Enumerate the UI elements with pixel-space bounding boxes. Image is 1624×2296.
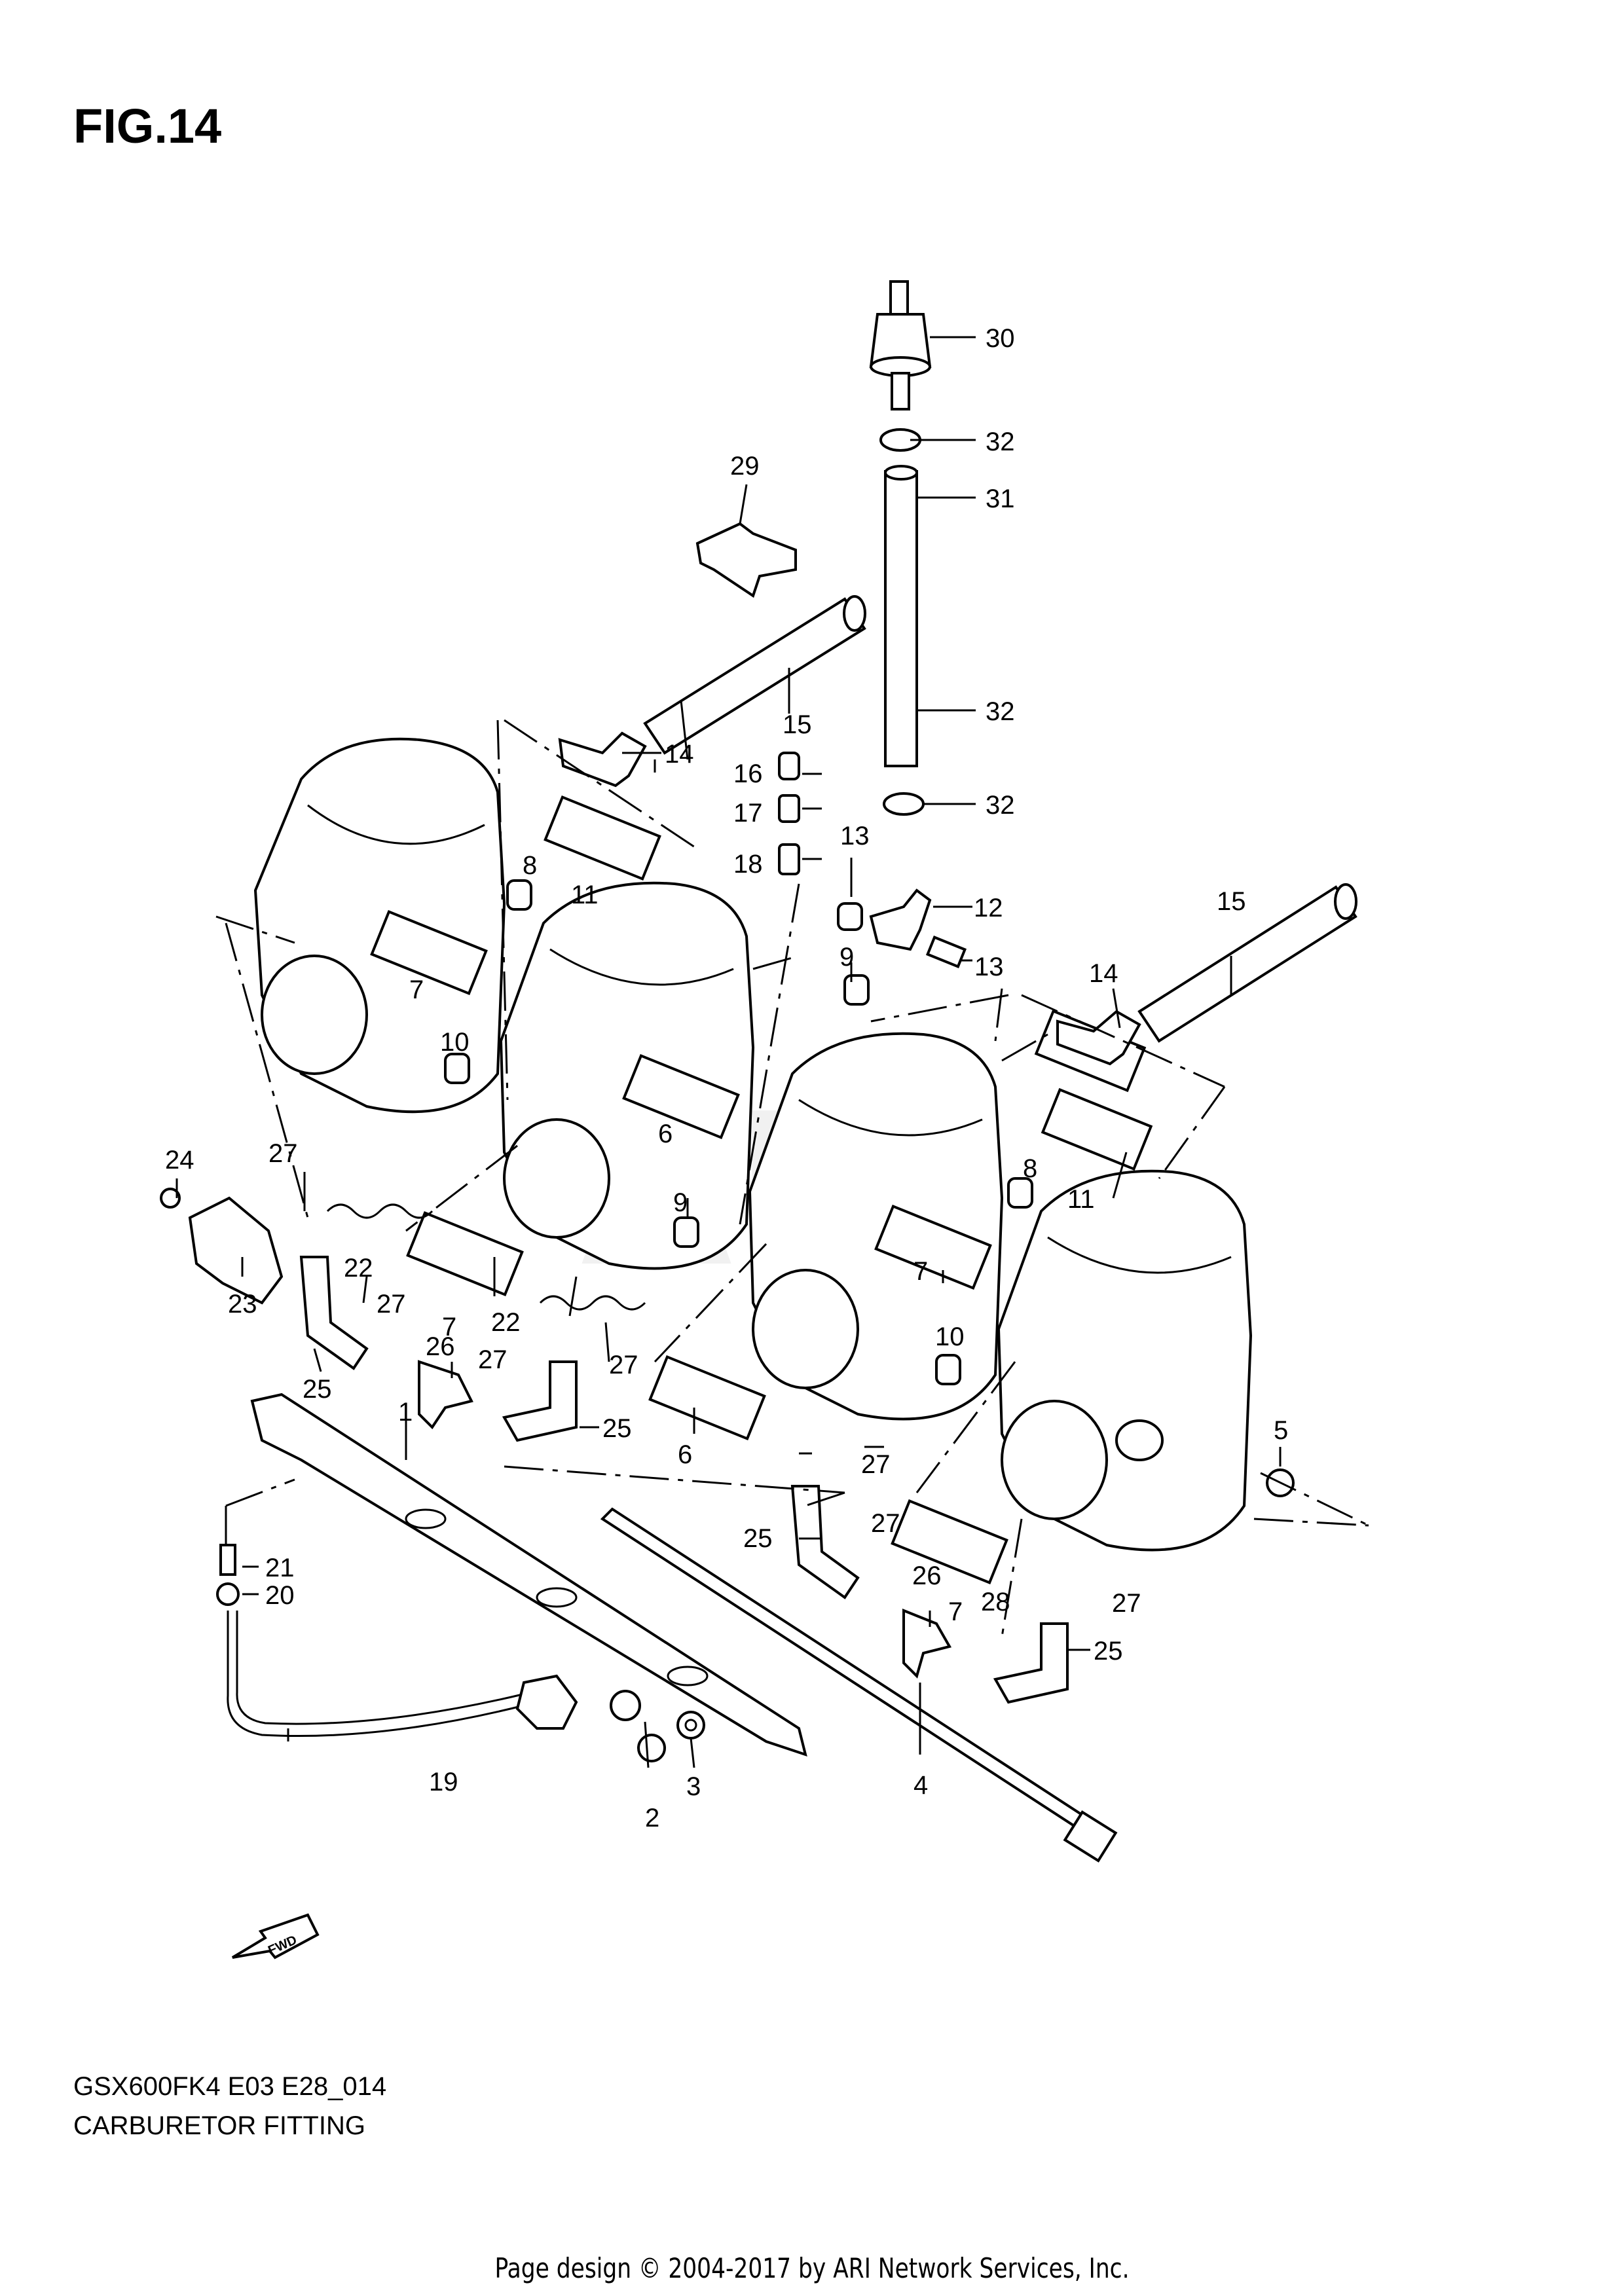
callout-12: 12 (974, 894, 1003, 922)
callout-15: 15 (783, 710, 812, 739)
screw-2-washer-3 (637, 1711, 705, 1762)
callout-27f: 27 (871, 1509, 900, 1538)
callout-19: 19 (429, 1768, 458, 1796)
copyright-notice: Page design © 2004-2017 by ARI Network S… (494, 2252, 1130, 2284)
callout-27: 27 (268, 1139, 298, 1168)
callout-7b: 7 (442, 1313, 456, 1341)
fuel-filter-assembly (869, 280, 932, 816)
callout-22b: 22 (491, 1308, 521, 1337)
forward-direction-arrow: FWD (231, 1913, 320, 1959)
tee-joint-12 (869, 888, 967, 968)
callout-28: 29 (730, 452, 760, 481)
leader-lines (175, 336, 1282, 1768)
callout-25b: 25 (602, 1414, 632, 1443)
model-code: GSX600FK4 E03 E28_014 (73, 2072, 387, 2101)
callout-7c: 7 (913, 1257, 928, 1286)
callout-4: 4 (913, 1771, 928, 1800)
callout-1: 1 (398, 1398, 413, 1427)
callout-13: 13 (840, 822, 870, 850)
mounting-plate-1 (250, 1393, 807, 1757)
callout-14: 14 (665, 740, 694, 769)
callout-32: 32 (986, 428, 1015, 456)
callout-9: 9 (840, 943, 854, 972)
callout-27d: 27 (609, 1351, 638, 1379)
callout-25: 25 (303, 1375, 332, 1404)
callout-16: 16 (733, 759, 763, 788)
alignment-lines (215, 719, 1369, 1637)
fittings-8-9-10 (444, 879, 1033, 1385)
callout-14b: 14 (1089, 959, 1118, 988)
callout-7: 7 (409, 975, 424, 1004)
callout-26: 26 (426, 1332, 455, 1361)
callout-11: 11 (571, 881, 599, 909)
callout-20: 20 (265, 1581, 295, 1610)
throttle-cable-19 (216, 1544, 641, 1738)
carburetor-2 (499, 881, 755, 1270)
clip-28 (695, 522, 797, 598)
callout-18: 18 (733, 850, 763, 879)
callout-10b: 10 (935, 1322, 965, 1351)
callout-27h: 28 (981, 1588, 1010, 1616)
figure-title: FIG.14 (73, 99, 222, 153)
callout-30: 31 (986, 484, 1015, 513)
callout-10: 10 (440, 1028, 470, 1057)
vent-hoses-25 (299, 1256, 1069, 1704)
pipe-13 (837, 902, 863, 931)
callout-6b: 6 (678, 1440, 692, 1469)
carburetor-1 (253, 737, 506, 1114)
callout-25c: 25 (743, 1524, 773, 1553)
hose-15-right (1137, 883, 1357, 1043)
callout-5: 5 (1274, 1416, 1288, 1445)
tee-joints-26 (418, 1360, 952, 1679)
callout-21: 21 (265, 1554, 295, 1582)
callout-8b: 8 (1023, 1154, 1037, 1183)
hose-15-left (643, 595, 866, 755)
diagram-caption: CARBURETOR FITTING (73, 2111, 365, 2140)
callout-27b: 27 (377, 1290, 406, 1319)
callout-8: 8 (523, 851, 537, 880)
callout-17: 17 (733, 799, 763, 828)
callout-32b: 32 (986, 791, 1015, 820)
callout-31: 32 (986, 697, 1015, 726)
throttle-position-sensor-23 (160, 1188, 284, 1305)
callout-27e: 27 (861, 1450, 891, 1479)
callout-27g: 27 (1112, 1589, 1141, 1618)
callout-11b: 11 (1067, 1185, 1095, 1214)
screw-spring-set-16-18 (778, 752, 800, 875)
callout-7d: 7 (948, 1597, 963, 1626)
callout-6: 6 (658, 1120, 673, 1148)
tee-joint-14-left (558, 731, 647, 788)
callout-29: 30 (986, 324, 1015, 353)
callout-2: 2 (645, 1804, 659, 1832)
callout-26b: 26 (912, 1561, 942, 1590)
callout-27c: 27 (478, 1345, 507, 1374)
callout-25d: 25 (1094, 1637, 1123, 1666)
callout-22: 22 (344, 1254, 373, 1283)
part-callouts: 1 2 3 4 5 6 6 7 7 7 7 8 8 9 9 10 10 11 1… (165, 324, 1288, 1832)
callout-23: 23 (228, 1290, 257, 1319)
carburetor-4 (997, 1009, 1253, 1552)
callout-24: 24 (165, 1146, 194, 1175)
callout-9b: 9 (673, 1188, 688, 1217)
callout-15b: 15 (1217, 887, 1246, 916)
callout-3: 3 (686, 1772, 701, 1801)
rod-4 (600, 1507, 1118, 1863)
callout-13b: 13 (974, 953, 1004, 981)
springs-22 (326, 1203, 646, 1311)
carburetor-3 (748, 1032, 1004, 1421)
